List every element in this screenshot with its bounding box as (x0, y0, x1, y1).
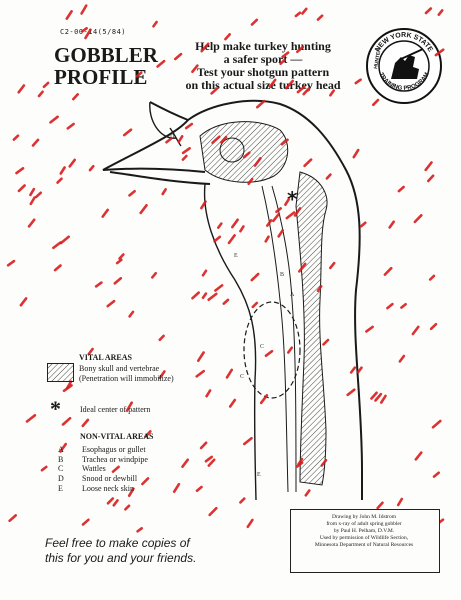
non-vital-heading: NON-VITAL AREAS (80, 432, 154, 441)
hunter-silhouette-icon (391, 55, 419, 79)
promo-line-2: this for you and your friends. (45, 551, 197, 565)
label-c2: C (240, 374, 244, 380)
credit-text: Drawing by John M. Idstrom from x-ray of… (292, 514, 436, 549)
wattle-outline (243, 301, 301, 399)
copy-permission-note: Feel free to make copies of this for you… (45, 536, 196, 566)
vital-line-2: (Penetration will immobilize) (79, 374, 174, 383)
label-d: D (170, 134, 175, 140)
snood (149, 101, 182, 147)
seal-left-text: HUNTER (373, 47, 383, 69)
throat-outline (203, 183, 257, 501)
credit-line: Drawing by John M. Idstrom (331, 514, 396, 520)
credit-line: Used by permission of Wildlife Section, (319, 535, 409, 541)
star-icon: * (50, 396, 61, 421)
tagline-line-4: on this actual size turkey head (185, 78, 341, 92)
credit-box (290, 509, 440, 573)
title-line-2: PROFILE (54, 65, 148, 89)
eye (219, 137, 245, 163)
vertebrae-hatched (295, 171, 328, 486)
label-e: E (234, 253, 238, 259)
vital-hatch-swatch (47, 363, 74, 382)
label-e2: E (257, 472, 261, 478)
trachea-lines (261, 185, 297, 493)
credit-line: from x-ray of adult spring gobbler (326, 521, 402, 527)
head-outline (149, 99, 363, 500)
vital-areas-heading: VITAL AREAS (79, 353, 132, 362)
tagline-line-3: Test your shotgun pattern (196, 65, 330, 79)
tagline: Help make turkey hunting a safer sport —… (158, 40, 368, 92)
form-code: C2-00-14(5/84) (60, 28, 127, 36)
hunter-training-seal: NEW YORK STATE TRAINING PROGRAM HUNTER (366, 28, 442, 104)
vital-line-1: Bony skull and vertebrae (79, 364, 160, 373)
beak (102, 119, 211, 185)
vital-description: Bony skull and vertebrae (Penetration wi… (79, 364, 239, 384)
center-star: * (287, 187, 298, 211)
promo-line-1: Feel free to make copies of (45, 536, 190, 550)
credit-line: Minnesota Department of Natural Resource… (314, 542, 414, 548)
label-c: C (260, 344, 264, 350)
credit-line: by Paul H. Pelham, D.V.M. (333, 528, 395, 534)
label-b: B (280, 272, 284, 278)
page-title: GOBBLER PROFILE (54, 44, 158, 88)
title-line-1: GOBBLER (54, 43, 158, 67)
label-a: A (290, 292, 295, 298)
ideal-center-label: Ideal center of pattern (80, 405, 151, 414)
